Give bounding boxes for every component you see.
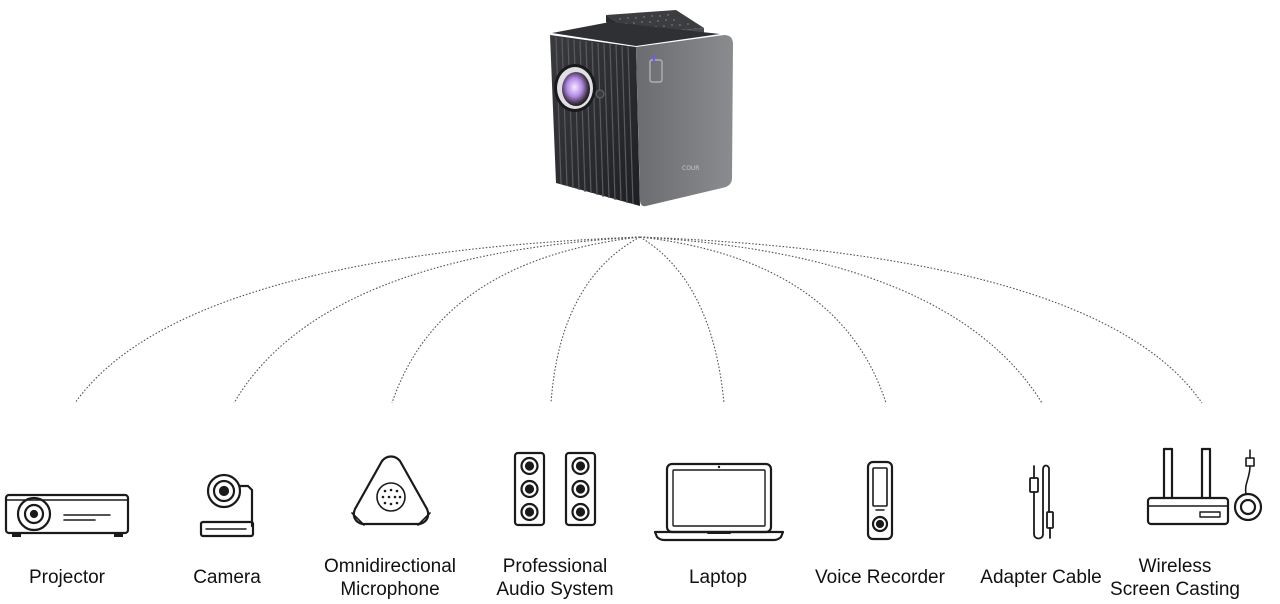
arc-recorder [639, 236, 887, 404]
arc-laptop [639, 236, 725, 404]
arc-casting [639, 236, 1203, 404]
camera-icon [199, 473, 255, 538]
laptop-icon [653, 462, 785, 542]
arc-audio [550, 236, 641, 404]
label-adapter-cable: Adapter Cable [980, 567, 1102, 588]
voice-recorder-icon [866, 460, 894, 541]
label-microphone: Omnidirectional Microphone [324, 556, 456, 600]
projector-icon [4, 493, 130, 537]
speaker-icon [513, 451, 597, 527]
arc-camera [233, 236, 641, 404]
label-voice-recorder: Voice Recorder [815, 567, 945, 588]
wireless-casting-icon [1146, 447, 1263, 526]
conference-hub-device: COUR [550, 10, 733, 207]
arc-cable [639, 236, 1043, 404]
label-wireless-casting: Wireless Screen Casting [1110, 556, 1240, 600]
label-camera: Camera [193, 567, 261, 588]
connection-arcs [74, 236, 1203, 404]
hub-brand-text: COUR [682, 165, 699, 172]
label-laptop: Laptop [688, 567, 748, 588]
microphone-icon [351, 455, 431, 526]
label-projector: Projector [28, 567, 106, 588]
arc-projector [74, 236, 641, 404]
label-audio-system: Professional Audio System [496, 556, 614, 600]
adapter-cable-icon [1029, 464, 1054, 540]
arc-microphone [391, 236, 641, 404]
